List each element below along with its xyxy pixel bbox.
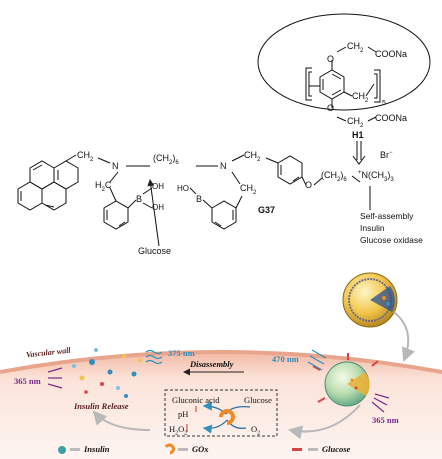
insulin-release-label: Insulin Release xyxy=(74,401,129,411)
host-bond xyxy=(367,46,377,53)
legend-gox-label: GOx xyxy=(192,444,209,454)
host-h1-structure xyxy=(257,13,431,122)
cycle-h2o2: H2O2 xyxy=(169,424,188,437)
right-boronophenyl-ring xyxy=(211,200,237,230)
host-bond xyxy=(336,46,347,53)
g37-n-left: N xyxy=(112,161,119,171)
g37-chain-left: (CH2)6 xyxy=(153,153,179,166)
legend-gox-icon xyxy=(164,443,175,455)
wavelength-375-label: 375 nm xyxy=(168,348,195,358)
host-bond xyxy=(365,83,375,97)
assembled-nanoparticle xyxy=(342,272,398,328)
host-label: H1 xyxy=(352,130,364,140)
nanoparticle-to-vessel-arrow xyxy=(393,311,415,362)
host-repeat-bracket xyxy=(374,69,381,103)
host-ch2-bridge: CH2 xyxy=(352,91,369,104)
host-repeat-count: 5 xyxy=(382,100,386,107)
host-repeat-bracket xyxy=(305,67,312,101)
g37-ho-right: HO xyxy=(177,184,189,193)
wavelength-470-label: 470 nm xyxy=(272,354,299,364)
host-coona-bottom: COONa xyxy=(375,113,408,123)
g37-oh-left-top: OH xyxy=(152,182,164,191)
guest-label: G37 xyxy=(258,205,276,215)
g37-ch2-pyrene: CH2 xyxy=(77,150,94,163)
host-ch2-top: CH2 xyxy=(347,41,364,54)
guest-g37-structure xyxy=(17,154,361,247)
cycle-o2: O2 xyxy=(251,424,261,437)
vessel-to-cycle-arrow xyxy=(288,404,361,440)
wavelength-365-left-label: 365 nm xyxy=(14,376,41,386)
disassembly-label: Disassembly xyxy=(190,359,234,369)
released-insulin-particles xyxy=(72,348,142,398)
host-bond xyxy=(343,91,353,97)
host-o-bottom: O xyxy=(327,103,335,113)
g37-boron-right: B xyxy=(196,194,203,204)
legend-glucose-label: Glucose xyxy=(322,444,351,454)
assembly-step-glucose-oxidase: Glucose oxidase xyxy=(360,235,423,245)
light-365-rays-left xyxy=(47,367,63,389)
host-cavity-ellipse xyxy=(257,13,431,111)
host-coona-top: COONa xyxy=(375,49,408,59)
left-boronophenyl-ring xyxy=(103,200,129,230)
g37-oh-left-bottom: OH xyxy=(152,203,164,212)
cycle-to-release-arrow xyxy=(92,410,151,431)
host-bond xyxy=(336,116,347,122)
host-repeat-bracket xyxy=(374,73,378,99)
host-ch2-bottom: CH2 xyxy=(347,116,364,129)
pyrene-ring xyxy=(17,181,43,211)
pyrene-ring xyxy=(41,181,67,211)
g37-n-right: N xyxy=(220,161,227,171)
gox-enzyme-glyph xyxy=(219,409,235,425)
g37-ch2-right: CH2 xyxy=(244,150,261,163)
host-ring-double-bond xyxy=(331,73,342,80)
host-o-top: O xyxy=(327,54,335,64)
g37-ch2-right-lower: CH2 xyxy=(240,183,257,196)
light-375-rays xyxy=(145,349,163,365)
light-470-rays xyxy=(307,349,327,371)
host-repeat-bracket xyxy=(308,71,312,97)
host-guest-binding-arrow xyxy=(352,141,366,165)
legend-glucose-icon xyxy=(292,448,302,451)
glucose-binding-label: Glucose xyxy=(138,246,172,256)
assembly-step-insulin: Insulin xyxy=(360,223,385,233)
legend-insulin-label: Insulin xyxy=(84,444,110,454)
assembly-step-self-assembly: Self-assembly xyxy=(360,211,414,221)
legend-insulin-icon xyxy=(58,446,66,454)
g37-ether-o: O xyxy=(305,180,313,190)
legend-icons xyxy=(58,443,318,455)
circulating-nanoparticle xyxy=(312,353,379,407)
g37-chain-right: (CH2)6 xyxy=(321,170,347,183)
g37-h2c-left: H2C xyxy=(95,180,112,193)
light-365-rays-right xyxy=(371,393,390,413)
g37-ammonium: +N(CH3)3 xyxy=(358,170,394,183)
host-bond xyxy=(367,116,377,122)
glucose-oxidation-cycle-box xyxy=(164,389,278,437)
g37-boron-left: B xyxy=(136,194,143,204)
cycle-glucose: Glucose xyxy=(244,395,272,405)
wavelength-365-right-label: 365 nm xyxy=(372,415,399,425)
phenylene-ring xyxy=(277,155,303,185)
host-ring-double-bond xyxy=(331,89,342,96)
cycle-gluconic-acid: Gluconic acid xyxy=(172,395,220,405)
cycle-ph: pH xyxy=(178,409,189,419)
bromide-counterion: Br− xyxy=(380,150,393,160)
